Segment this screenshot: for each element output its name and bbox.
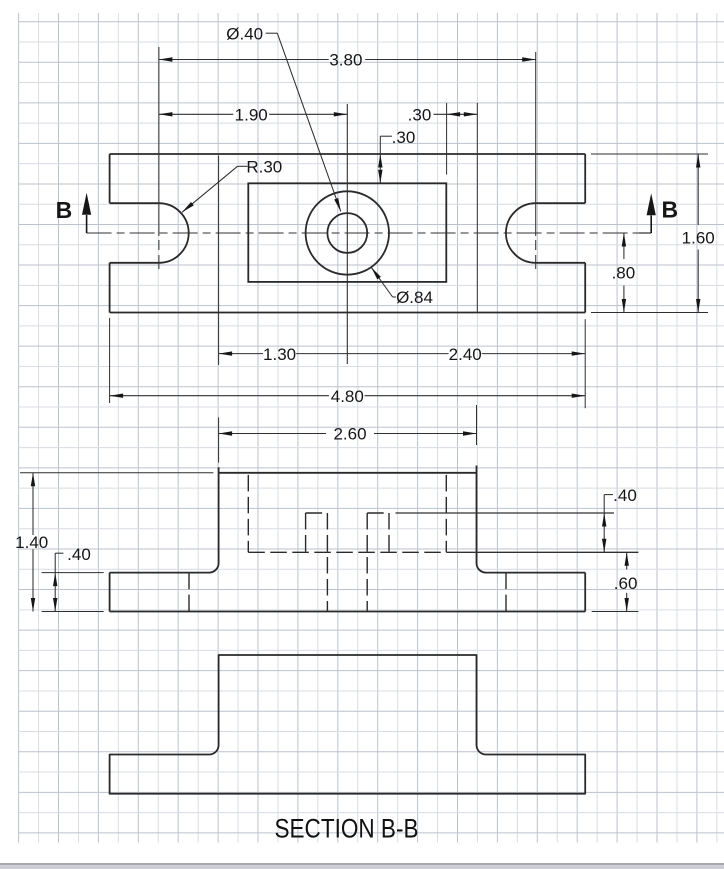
svg-text:B: B (56, 197, 73, 223)
svg-text:2.60: 2.60 (333, 424, 366, 443)
svg-text:Ø.40: Ø.40 (226, 24, 263, 43)
svg-text:2.40: 2.40 (449, 345, 482, 364)
svg-text:SECTION B-B: SECTION B-B (275, 814, 419, 844)
svg-text:Ø.84: Ø.84 (396, 288, 433, 307)
svg-text:.40: .40 (613, 486, 637, 505)
svg-text:.80: .80 (612, 263, 636, 282)
svg-text:4.80: 4.80 (331, 387, 364, 406)
svg-text:.40: .40 (67, 545, 91, 564)
svg-text:3.80: 3.80 (329, 51, 362, 70)
svg-text:.60: .60 (614, 574, 638, 593)
svg-text:1.60: 1.60 (682, 229, 715, 248)
svg-text:1.90: 1.90 (235, 106, 268, 125)
svg-text:B: B (661, 196, 678, 222)
svg-text:1.40: 1.40 (15, 533, 48, 552)
svg-text:.30: .30 (408, 106, 432, 125)
svg-text:R.30: R.30 (246, 158, 282, 177)
svg-text:1.30: 1.30 (263, 345, 296, 364)
svg-text:.30: .30 (392, 128, 416, 147)
